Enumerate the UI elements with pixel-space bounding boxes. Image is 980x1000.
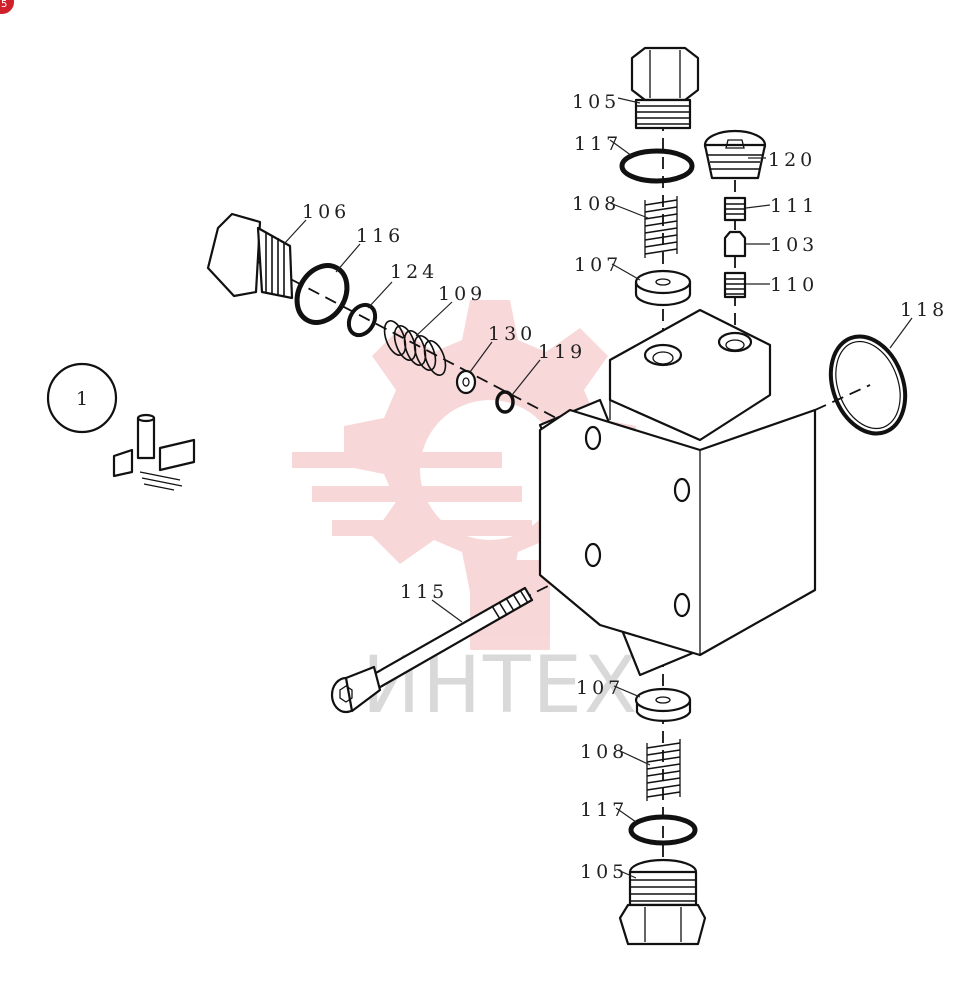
part-111 bbox=[723, 196, 747, 222]
valve-body bbox=[538, 308, 817, 677]
spring-109 bbox=[383, 320, 447, 376]
watermark-gear-hole bbox=[420, 400, 560, 540]
part-label-111: 111 bbox=[770, 195, 818, 217]
spring-108-top bbox=[644, 196, 678, 258]
o-ring-117-top bbox=[619, 148, 695, 184]
detail-plate-left bbox=[112, 448, 134, 478]
detail-pin bbox=[136, 416, 156, 460]
hex-socket-icon bbox=[339, 685, 353, 703]
port-hole bbox=[643, 343, 683, 367]
part-label-116: 116 bbox=[356, 225, 404, 247]
mount-hole bbox=[584, 425, 602, 451]
part-label-108: 108 bbox=[572, 193, 620, 215]
watermark-stripe bbox=[332, 520, 532, 536]
bolt-115 bbox=[330, 586, 534, 714]
part-label-124: 124 bbox=[390, 261, 438, 283]
part-label-107: 107 bbox=[574, 254, 622, 276]
plug-105-top bbox=[630, 46, 700, 130]
part-label-115: 115 bbox=[400, 581, 448, 603]
hex-socket-icon bbox=[725, 139, 745, 149]
part-label-109: 109 bbox=[438, 283, 486, 305]
o-ring-119 bbox=[495, 390, 515, 414]
detail-view-circle bbox=[46, 362, 118, 434]
detail-view-number: 1 bbox=[76, 388, 92, 410]
watermark-stripe bbox=[292, 452, 502, 468]
washer-107-bottom bbox=[634, 687, 692, 722]
plug-106 bbox=[206, 212, 294, 300]
part-label-110: 110 bbox=[770, 274, 818, 296]
watermark-gear bbox=[292, 300, 636, 650]
watermark-stripe bbox=[312, 486, 522, 502]
o-ring-118 bbox=[828, 334, 908, 436]
washer-130 bbox=[455, 369, 477, 395]
part-label-106: 106 bbox=[302, 201, 350, 223]
mount-hole bbox=[673, 477, 691, 503]
detail-view-symbol: 1 bbox=[46, 362, 196, 491]
callout-leaders bbox=[283, 97, 913, 879]
part-label-117: 117 bbox=[574, 133, 622, 155]
part-label-105: 105 bbox=[572, 91, 620, 113]
mount-hole bbox=[584, 542, 602, 568]
part-103 bbox=[723, 230, 747, 258]
part-110 bbox=[723, 271, 747, 299]
part-label-107-bottom: 107 bbox=[576, 677, 624, 699]
part-label-119: 119 bbox=[538, 341, 586, 363]
part-label-117-bottom: 117 bbox=[580, 799, 628, 821]
part-label-105-bottom: 105 bbox=[580, 861, 628, 883]
plug-105-bottom bbox=[618, 858, 707, 946]
part-label-118: 118 bbox=[900, 299, 948, 321]
o-ring-124 bbox=[346, 302, 378, 338]
part-labels: 105 117 120 108 111 103 107 110 106 116 … bbox=[302, 91, 948, 883]
mount-hole bbox=[673, 592, 691, 618]
corner-badge-text: 5 bbox=[1, 0, 7, 10]
part-label-108-bottom: 108 bbox=[580, 741, 628, 763]
detail-plate-right bbox=[158, 438, 196, 472]
part-label-130: 130 bbox=[488, 323, 536, 345]
plug-120 bbox=[703, 129, 767, 180]
part-label-120: 120 bbox=[768, 149, 816, 171]
spring-108-bottom bbox=[646, 739, 681, 801]
port-hole bbox=[717, 331, 753, 353]
washer-107-top bbox=[634, 269, 692, 307]
o-ring-117-bottom bbox=[628, 814, 698, 846]
part-label-103: 103 bbox=[770, 234, 818, 256]
o-ring-116 bbox=[294, 263, 350, 325]
corner-badge bbox=[0, 0, 14, 14]
axis-right bbox=[814, 384, 871, 411]
